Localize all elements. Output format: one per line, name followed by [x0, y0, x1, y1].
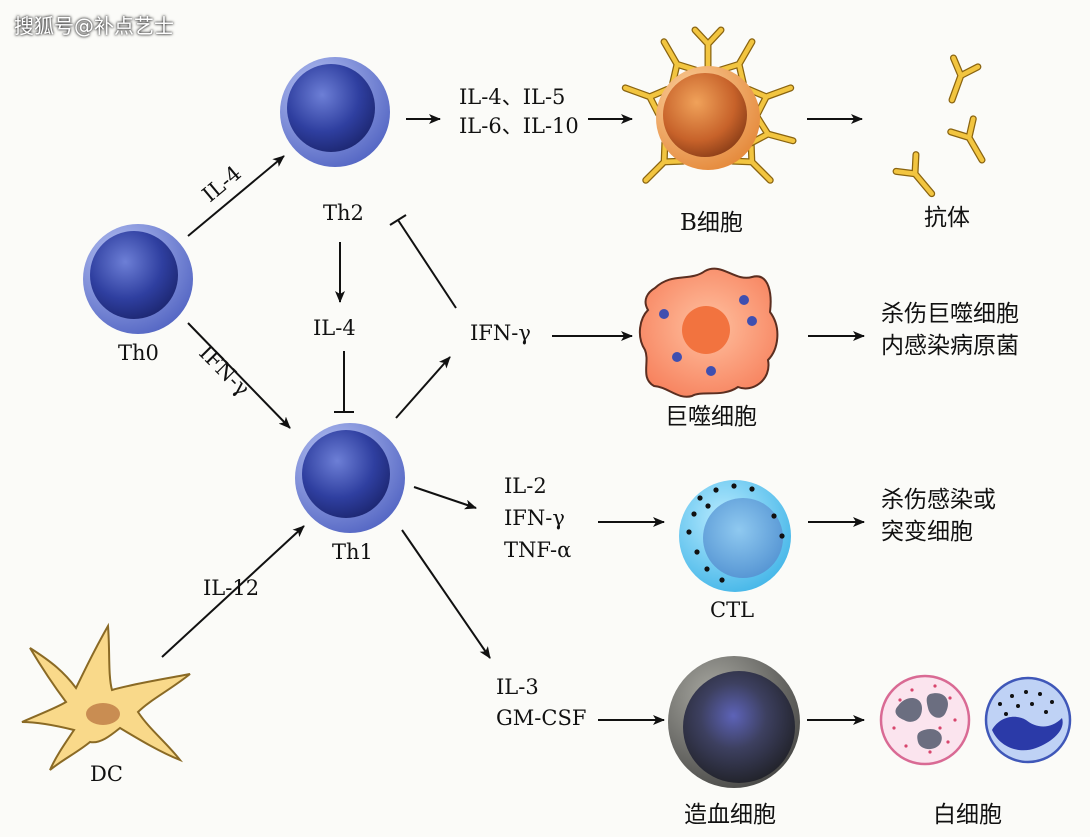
hematopoietic-cell	[668, 656, 800, 788]
ctl-label: CTL	[710, 598, 755, 622]
th0-cell	[83, 224, 193, 334]
ctl-cytokine-line2: IFN-γ	[504, 506, 565, 530]
b-cell	[621, 30, 797, 189]
hema-cytokine-line2: GM-CSF	[496, 706, 587, 730]
th2-label: Th2	[323, 201, 364, 225]
ctl-effect-line2: 突变细胞	[881, 519, 973, 545]
macrophage-label: 巨噬细胞	[665, 404, 757, 430]
th0-label: Th0	[118, 341, 159, 365]
arrows	[161, 114, 865, 725]
dc-label: DC	[90, 762, 123, 786]
antibody-icons	[896, 58, 993, 202]
th2-cell	[280, 57, 390, 167]
b-cell-label: B细胞	[680, 210, 743, 236]
ctl-cytokine-line3: TNF-α	[504, 538, 572, 562]
macrophage-effect-line2: 内感染病原菌	[881, 333, 1019, 359]
hematopoietic-label: 造血细胞	[684, 802, 776, 828]
dc-cell	[21, 622, 191, 771]
ctl-effect-line1: 杀伤感染或	[881, 487, 996, 513]
th1-cell	[295, 423, 405, 533]
il4-inhibit-label: IL-4	[313, 316, 356, 340]
th1-label: Th1	[332, 540, 373, 564]
leukocyte-label: 白细胞	[933, 802, 1002, 828]
watermark: 搜狐号@补点艺士	[14, 14, 174, 38]
th2-cytokines-line2: IL-6、IL-10	[459, 114, 579, 138]
ctl-cell	[679, 480, 791, 592]
antibody-label: 抗体	[924, 205, 970, 231]
il12-label: IL-12	[203, 576, 260, 600]
neutrophil-cell	[879, 674, 971, 766]
ifng-macrophage-label: IFN-γ	[470, 321, 531, 345]
hema-cytokine-line1: IL-3	[496, 675, 539, 699]
macrophage-cell	[638, 267, 779, 398]
ctl-cytokine-line1: IL-2	[504, 474, 547, 498]
basophil-cell	[984, 676, 1072, 764]
th2-cytokines-line1: IL-4、IL-5	[459, 85, 566, 109]
macrophage-effect-line1: 杀伤巨噬细胞	[881, 301, 1019, 327]
